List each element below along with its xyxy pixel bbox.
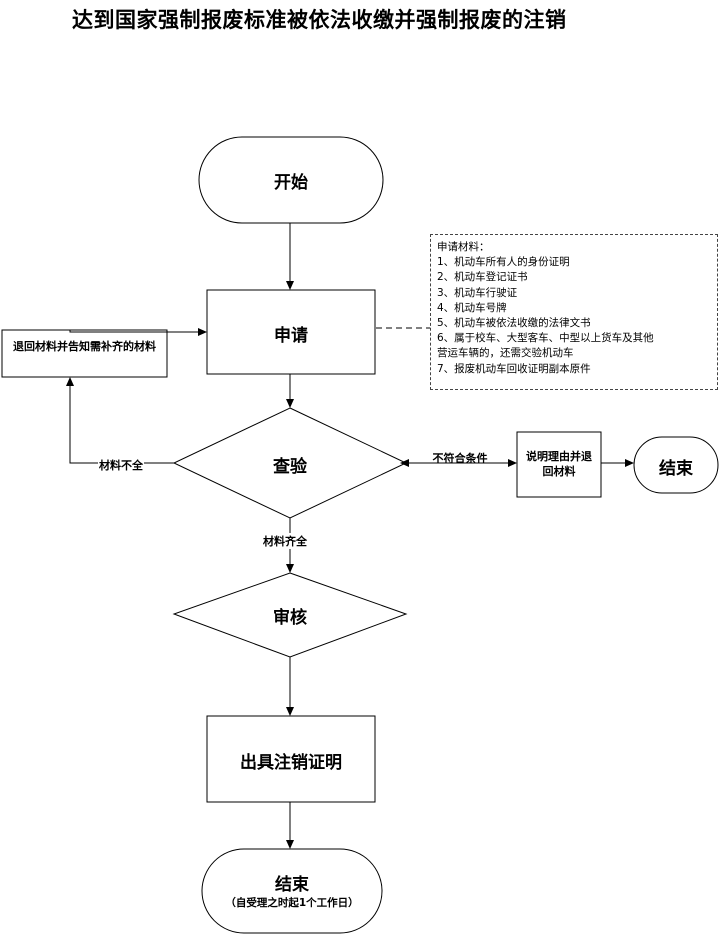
- materials-item: 4、机动车号牌: [437, 301, 507, 314]
- materials-item: 2、机动车登记证书: [437, 271, 528, 284]
- end-bottom-note: （自受理之时起1个工作日）: [225, 897, 359, 909]
- explain-return-box: [516, 431, 602, 498]
- materials-item: 7、报废机动车回收证明副本原件: [437, 362, 591, 375]
- end-bottom-terminal: [201, 848, 383, 934]
- review-label: 审核: [273, 608, 307, 628]
- issue-box: [206, 715, 376, 803]
- edge-label-incomplete: 材料不全: [98, 457, 144, 473]
- materials-note: 申请材料： 1、机动车所有人的身份证明 2、机动车登记证书 3、机动车行驶证 4…: [430, 234, 718, 390]
- return-supplement-box: [1, 329, 168, 378]
- end-bottom-label: 结束: [275, 875, 309, 895]
- start-label: 开始: [274, 173, 308, 193]
- edge-label-not-qualified: 不符合条件: [432, 452, 488, 465]
- end-right-terminal: [633, 436, 719, 494]
- materials-item: 1、机动车所有人的身份证明: [437, 256, 570, 269]
- issue-label: 出具注销证明: [240, 753, 342, 773]
- inspect-label: 查验: [273, 457, 307, 477]
- end-right-label: 结束: [659, 459, 693, 479]
- materials-item: 6、属于校车、大型客车、中型以上货车及其他: [437, 332, 654, 345]
- page-title: 达到国家强制报废标准被依法收缴并强制报废的注销: [72, 8, 567, 32]
- materials-item: 营运车辆的，还需交验机动车: [437, 347, 574, 360]
- edge-label-complete: 材料齐全: [262, 533, 308, 549]
- start-terminal: [198, 136, 384, 224]
- arrow-return-up-to-apply: [69, 328, 207, 336]
- apply-box: [206, 289, 376, 375]
- materials-item: 5、机动车被依法收缴的法律文书: [437, 317, 591, 330]
- return-supplement-label: 退回材料并告知需补齐的材料: [13, 340, 156, 353]
- materials-heading: 申请材料：: [437, 241, 490, 253]
- line-inspect-to-return: [66, 377, 174, 464]
- explain-return-label: 说明理由并退回材料: [526, 450, 592, 478]
- materials-item: 3、机动车行驶证: [437, 286, 518, 299]
- apply-label: 申请: [274, 326, 308, 346]
